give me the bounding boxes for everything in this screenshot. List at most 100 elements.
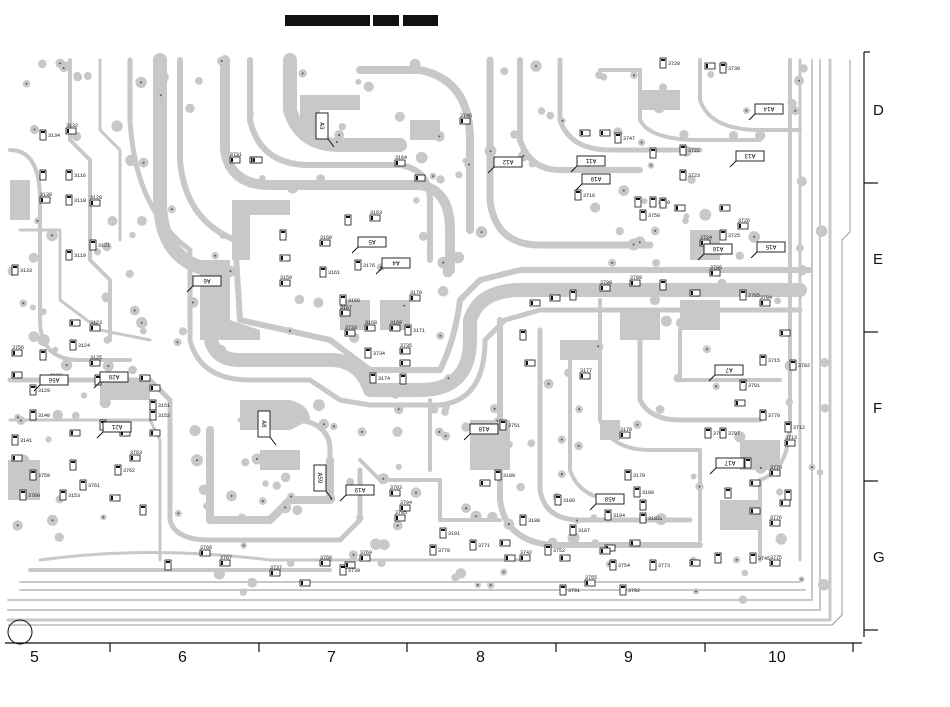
component-pad [711,271,713,275]
component-pad [221,561,223,565]
pad-hole [650,164,652,167]
component-footprint [659,279,667,291]
solder-pad [707,70,715,78]
component-pad [346,216,350,218]
pad-hole [561,119,564,122]
component-pad [706,64,708,68]
component-pad [91,326,93,330]
component-footprint [719,204,731,212]
component-pad [691,291,693,295]
component-ref: 3773 [658,563,670,569]
solder-pad [590,202,601,213]
component-ref: 3151 [158,403,170,409]
component-footprint [719,62,727,74]
pad-hole [480,231,483,234]
component-pad [67,196,71,198]
component-ref: 3730 [728,66,740,72]
component-pad [716,554,720,556]
test-point-flag: A56 [33,374,69,392]
component-ref: 3725 [728,233,740,239]
test-point-flag: A7 [708,364,744,382]
solder-pad [247,110,254,118]
component-pad [611,561,615,563]
component-pad [356,261,360,263]
component-ref: 3778 [770,465,782,471]
component-ref: 3770 [438,548,450,554]
component-ref: 3163 [370,210,382,216]
solder-pad [363,81,374,92]
svg-text:A13: A13 [744,152,755,159]
pad-hole [547,382,550,385]
component-pad [736,401,738,405]
solder-pad [655,405,665,414]
solder-pad [129,231,136,239]
component-footprint [65,169,73,181]
solder-pad [785,398,793,407]
component-pad [526,361,528,365]
component-pad [301,581,303,585]
component-pad [501,541,503,545]
component-footprint [659,57,667,69]
component-ref: 3784 [760,295,772,301]
solder-pad [641,198,648,205]
test-point-flag: A58 [589,493,625,511]
component-pad [166,561,170,563]
component-ref: 3724 [700,235,712,241]
component-pad [641,501,645,503]
component-footprint [344,561,356,569]
solder-pad [262,480,269,487]
component-ref: 3747 [623,136,635,142]
component-pad [71,461,75,463]
svg-text:A7: A7 [725,366,733,373]
solder-pad [203,502,210,510]
component-pad [691,561,693,565]
component-ref: 3779 [768,413,780,419]
component-ref: 3124 [78,343,90,349]
pad-hole [633,74,635,77]
solder-pad [505,440,513,449]
component-pad [361,556,363,560]
component-ref: 3170 [410,290,422,296]
component-footprint [109,494,121,502]
component-pad [13,351,15,355]
solder-pad [741,569,749,577]
pad-hole [16,524,19,527]
component-footprint [389,324,401,332]
component-pad [761,356,765,358]
pad-hole [447,377,450,380]
component-footprint [69,459,77,471]
component-footprint [504,554,516,562]
component-pad [346,563,348,567]
column-label-9: 9 [624,649,633,666]
solder-pad [429,405,439,414]
component-pad [31,386,35,388]
component-footprint [634,196,642,208]
component-ref: 3188 [528,518,540,524]
solder-pad [441,408,449,416]
pad-hole [196,459,198,462]
pad-hole [535,65,537,68]
component-footprint [639,512,647,524]
component-footprint [749,479,761,487]
component-pad [81,481,85,483]
component-ref: 3189 [503,473,515,479]
component-ref: 3789 [630,275,642,281]
component-pad [111,496,113,500]
solder-pad [213,568,225,580]
pad-hole [735,558,738,561]
solder-pad [52,409,63,421]
solder-pad [103,336,112,344]
component-ref: 3141 [20,438,32,444]
component-ref: 3125 [90,355,102,361]
component-pad [481,481,483,485]
solder-pad [442,267,453,278]
component-pad [391,491,393,495]
solder-pad [28,252,39,263]
svg-text:A14: A14 [763,105,774,112]
solder-pad [615,227,624,236]
component-footprint [339,564,347,576]
pad-hole [22,302,25,305]
solder-pad [699,208,712,221]
component-pad [406,326,410,328]
